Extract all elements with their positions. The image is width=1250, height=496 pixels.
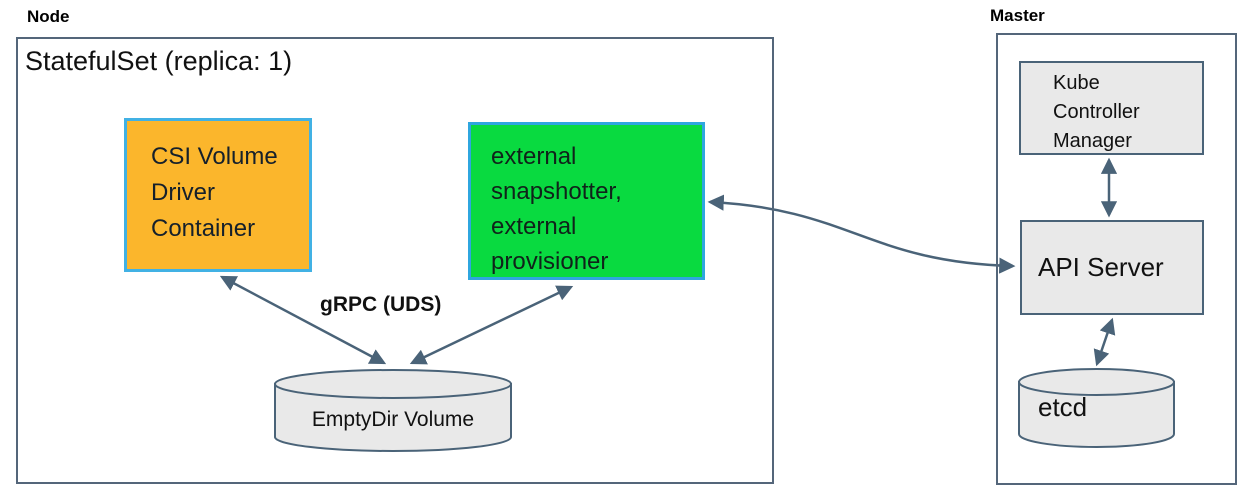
emptydir-volume-label: EmptyDir Volume	[311, 408, 475, 431]
node-boundary-box	[16, 37, 774, 484]
csi-volume-driver-container-box: CSI Volume Driver Container	[124, 118, 312, 272]
kube-controller-manager-box: Kube Controller Manager	[1019, 61, 1204, 155]
master-section-label: Master	[990, 6, 1045, 25]
external-sidecars-box: external snapshotter, external provision…	[468, 122, 705, 280]
csi-volume-driver-container-label: CSI Volume Driver Container	[151, 143, 278, 242]
etcd-label: etcd	[1038, 392, 1088, 422]
external-sidecars-label: external snapshotter, external provision…	[491, 143, 622, 275]
api-server-label: API Server	[1038, 252, 1164, 282]
statefulset-label: StatefulSet (replica: 1)	[25, 46, 293, 76]
master-boundary-box	[996, 33, 1237, 485]
kube-controller-manager-label: Kube Controller Manager	[1053, 72, 1140, 152]
node-section-label: Node	[27, 7, 70, 26]
api-server-box: API Server	[1020, 220, 1204, 315]
grpc-uds-label: gRPC (UDS)	[320, 293, 442, 316]
